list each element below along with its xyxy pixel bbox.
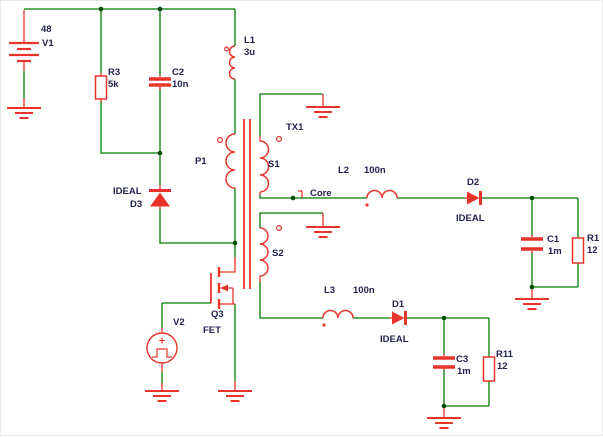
l2-inductor[interactable]: L2 100n	[338, 165, 398, 207]
ground-symbol	[514, 298, 550, 310]
r11-label: R11	[496, 349, 514, 360]
core-terminal[interactable]: Core	[298, 188, 332, 199]
l1-phase-dot	[224, 46, 230, 52]
pulse-waveform-icon	[152, 348, 172, 358]
ground-symbol	[305, 106, 341, 118]
ground-symbol	[217, 390, 253, 402]
l1-inductor[interactable]: L1 3u	[224, 35, 256, 80]
r1-value: 12	[587, 245, 598, 256]
ground-symbol	[305, 226, 341, 238]
d3-diode[interactable]: IDEAL D3	[113, 185, 171, 210]
tx1-label: TX1	[286, 122, 304, 133]
d3-model: IDEAL	[113, 186, 142, 197]
c1-capacitor[interactable]: C1 1m	[521, 234, 562, 257]
q3-mosfet[interactable]: Q3 FET	[203, 257, 236, 336]
l3-inductor[interactable]: L3 100n	[322, 285, 375, 327]
s2-label: S2	[272, 248, 284, 259]
l3-label: L3	[324, 285, 335, 296]
l2-value: 100n	[364, 165, 386, 176]
core-net-label: Core	[310, 188, 332, 199]
ground-symbol	[426, 417, 462, 429]
s2-phase-dot	[276, 225, 283, 232]
d1-label: D1	[392, 299, 405, 310]
c3-value: 1m	[457, 366, 471, 377]
q3-type: FET	[203, 325, 221, 336]
r11-value: 12	[497, 361, 508, 372]
p1-label: P1	[195, 156, 207, 167]
plus-sign-icon	[159, 337, 165, 344]
c3-capacitor[interactable]: C3 1m	[433, 354, 471, 377]
c1-label: C1	[547, 234, 560, 245]
v1-value: 48	[41, 24, 52, 35]
q3-label: Q3	[211, 309, 224, 320]
r1-resistor[interactable]: R1 12	[571, 233, 600, 264]
v2-pulse-source[interactable]: V2	[146, 317, 185, 372]
l3-value: 100n	[353, 285, 375, 296]
r3-resistor[interactable]: R3 5k	[94, 67, 121, 102]
ground-symbol	[144, 390, 180, 402]
l1-value: 3u	[244, 47, 255, 58]
c2-value: 10n	[172, 79, 189, 90]
v1-battery-source[interactable]: 48 V1	[9, 10, 54, 108]
s1-label: S1	[268, 159, 280, 170]
s1-phase-dot	[276, 136, 283, 143]
d1-diode[interactable]: D1 IDEAL	[380, 299, 409, 345]
d2-diode[interactable]: D2 IDEAL	[456, 177, 485, 224]
r3-label: R3	[108, 67, 120, 78]
l3-phase-dot	[322, 323, 326, 327]
v1-label: V1	[42, 38, 54, 49]
l2-label: L2	[338, 165, 349, 176]
r11-resistor[interactable]: R11 12	[482, 349, 514, 382]
r1-label: R1	[587, 233, 600, 244]
d2-label: D2	[467, 177, 479, 188]
c2-capacitor[interactable]: C2 10n	[149, 67, 189, 90]
c1-value: 1m	[548, 246, 562, 257]
d3-label: D3	[130, 199, 142, 210]
d1-model: IDEAL	[380, 334, 409, 345]
junction-dots	[98, 6, 535, 409]
c2-label: C2	[172, 67, 184, 78]
v2-label: V2	[173, 317, 185, 328]
d2-model: IDEAL	[456, 213, 485, 224]
tx1-transformer[interactable]: TX1 P1 S1 S2	[195, 119, 304, 289]
p1-phase-dot	[217, 137, 224, 144]
l2-phase-dot	[365, 203, 369, 207]
l1-label: L1	[244, 35, 256, 46]
r3-value: 5k	[108, 79, 119, 90]
ground-symbol	[6, 107, 42, 119]
c3-label: C3	[456, 354, 468, 365]
